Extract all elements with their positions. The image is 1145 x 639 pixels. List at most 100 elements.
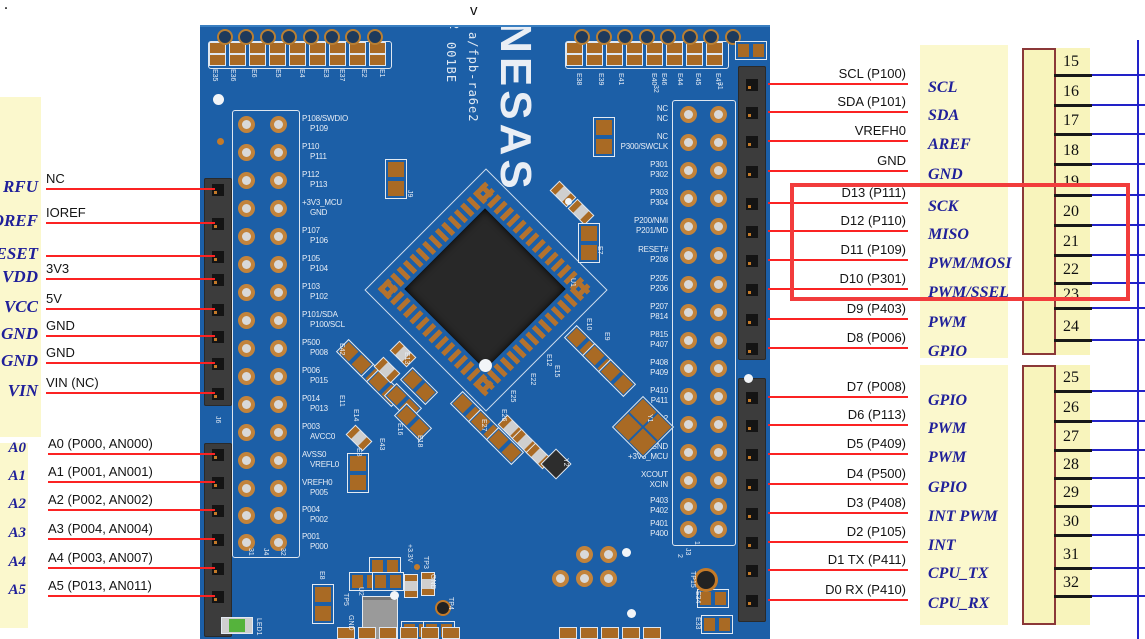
digital-wire-label: VREFH0 xyxy=(854,123,906,138)
pin-function-label: INT xyxy=(928,537,956,554)
smd-pad xyxy=(370,55,385,65)
connector-pin-number: 30 xyxy=(1063,513,1079,530)
through-hole xyxy=(238,144,255,161)
ref-designator: J4 xyxy=(262,548,269,556)
connector-pin-stub xyxy=(1054,339,1092,342)
silk-label: AVSS0 xyxy=(302,450,327,459)
digital-wire xyxy=(768,111,908,113)
smd-pad xyxy=(230,55,245,65)
ref-designator: E12 xyxy=(545,354,552,367)
ref-designator: 31 xyxy=(247,548,254,556)
ref-designator: E36 xyxy=(229,69,236,82)
board-hole xyxy=(366,29,383,45)
power-pin-label: RFU xyxy=(3,177,38,196)
connector-pin-stub xyxy=(1054,282,1092,285)
pad-cluster-outline xyxy=(208,41,392,69)
header-pin xyxy=(212,388,224,400)
through-hole xyxy=(238,507,255,524)
silk-label: P104 xyxy=(310,264,328,273)
ref-designator: +3.3V xyxy=(406,544,413,563)
silk-label: P300/SWCLK xyxy=(620,142,669,151)
digital-wire xyxy=(768,318,908,320)
led1 xyxy=(222,618,252,633)
analog-wire xyxy=(48,453,215,455)
analog-pin-label: A0 xyxy=(8,440,26,456)
power-wire xyxy=(46,222,215,224)
header-pin xyxy=(212,331,224,343)
silk-label: P815 xyxy=(650,330,668,339)
smd-pad xyxy=(707,55,722,65)
ref-designator: E42 xyxy=(338,343,345,356)
connector-pin-stub xyxy=(1054,307,1092,310)
header-pin xyxy=(746,479,758,491)
through-hole xyxy=(680,134,697,151)
passive-component xyxy=(405,575,417,597)
through-hole xyxy=(238,396,255,413)
header-pin xyxy=(746,449,758,461)
ref-designator: E39 xyxy=(597,73,604,86)
passive-component xyxy=(568,199,594,225)
analog-pin-panel xyxy=(0,443,28,628)
copper-pad xyxy=(375,575,386,588)
function-panel-bottom xyxy=(920,365,1008,625)
passive-component xyxy=(346,425,372,451)
silk-label: P303 xyxy=(650,188,668,197)
through-hole xyxy=(270,228,287,245)
connector-pin-number: 31 xyxy=(1063,546,1079,563)
silk-label: NC xyxy=(656,132,668,141)
silk-label: P102 xyxy=(310,292,328,301)
net-wire xyxy=(1092,534,1145,536)
digital-wire-label: D8 (P006) xyxy=(846,330,906,345)
silk-label: NC xyxy=(656,104,668,113)
through-hole xyxy=(576,570,593,587)
smd-pad xyxy=(667,55,682,65)
silk-label: P004 xyxy=(302,505,320,514)
net-wire xyxy=(1092,133,1145,135)
pad-pair-vertical xyxy=(313,585,333,623)
copper-pad xyxy=(367,575,378,588)
ref-designator: E38 xyxy=(575,73,582,86)
silk-label: GND xyxy=(650,442,668,451)
digital-wire xyxy=(768,230,908,232)
ref-designator: E45 xyxy=(694,73,701,86)
digital-wire xyxy=(768,140,908,142)
corner-dot: . xyxy=(4,0,8,13)
connector-pin-number: 22 xyxy=(1063,261,1079,278)
smd-pad xyxy=(607,55,622,65)
header-pin xyxy=(212,274,224,286)
net-wire xyxy=(1092,420,1145,422)
ref-designator: TP3 xyxy=(422,556,429,569)
power-pin-label: GND xyxy=(1,351,38,370)
digital-wire-label: SDA (P101) xyxy=(837,94,906,109)
header-pin xyxy=(746,420,758,432)
smd-pad xyxy=(443,628,459,638)
digital-wire-label: D6 (P113) xyxy=(847,407,906,422)
ref-designator: TP5 xyxy=(342,593,349,606)
header-pin xyxy=(212,505,224,517)
ref-designator: E5 xyxy=(274,69,281,78)
through-hole xyxy=(600,546,617,563)
power-wire-label: IOREF xyxy=(46,205,86,220)
board-hole xyxy=(574,29,590,45)
through-hole xyxy=(238,480,255,497)
ref-designator: E9 xyxy=(603,332,610,341)
through-hole xyxy=(710,472,727,489)
smd-pad xyxy=(647,43,662,53)
smd-pad xyxy=(290,43,305,53)
ref-designator: E41 xyxy=(617,73,624,86)
pad-pair-horizontal xyxy=(736,42,766,59)
connector-pin-stub xyxy=(1054,390,1092,393)
through-hole xyxy=(238,424,255,441)
silk-label: P110 xyxy=(302,142,320,151)
digital-wire-label: D9 (P403) xyxy=(846,301,906,316)
header-pin xyxy=(746,565,758,577)
through-hole xyxy=(270,312,287,329)
board-hole xyxy=(324,29,340,45)
ref-designator: E13 xyxy=(403,352,410,365)
connector-pin-stub xyxy=(1054,477,1092,480)
silk-label: NC xyxy=(656,114,668,123)
ref-designator: E18 xyxy=(416,435,423,448)
silk-label: XCOUT xyxy=(640,470,668,479)
through-hole xyxy=(270,116,287,133)
power-pin-label: GND xyxy=(1,324,38,343)
